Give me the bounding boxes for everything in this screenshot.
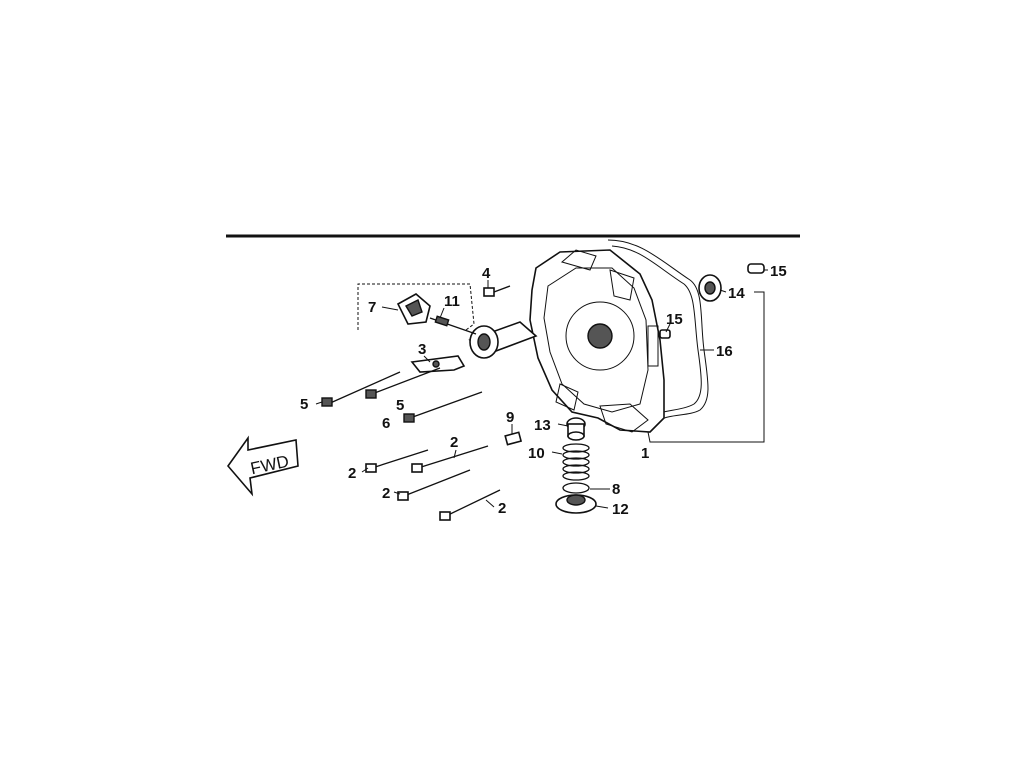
oil-seal-14 <box>698 274 722 302</box>
callout-2a: 2 <box>450 434 458 451</box>
callout-7: 7 <box>368 299 376 316</box>
bolt-4 <box>483 285 511 297</box>
callout-9: 9 <box>506 409 514 426</box>
callout-labels: 1 2 2 2 2 3 4 5 5 6 7 8 9 10 11 12 13 14… <box>300 263 787 518</box>
dipstick-cap-7 <box>396 293 431 325</box>
group-bracket-7-11 <box>357 283 475 331</box>
dowel-pin-15 <box>747 263 765 274</box>
callout-2d: 2 <box>498 500 506 517</box>
callout-6: 6 <box>382 415 390 432</box>
callout-2c: 2 <box>382 485 390 502</box>
callout-12: 12 <box>612 501 629 518</box>
callout-5b: 5 <box>396 397 404 414</box>
cap-13 <box>566 417 586 441</box>
callout-10: 10 <box>528 445 545 462</box>
dipstick-11 <box>429 315 477 335</box>
crankcase-cover <box>468 249 665 433</box>
callout-3: 3 <box>418 341 426 358</box>
clamp-3 <box>410 355 466 373</box>
callout-15a: 15 <box>770 263 787 280</box>
leader-lines <box>315 269 768 509</box>
fwd-arrow-icon: FWD <box>226 435 299 497</box>
callout-1: 1 <box>641 445 649 462</box>
plug-9 <box>504 431 523 446</box>
bolts-2 <box>365 445 501 521</box>
dowel-pin-15-cover <box>659 329 671 339</box>
callout-13: 13 <box>534 417 551 434</box>
spring-10 <box>562 443 590 481</box>
callout-15b: 15 <box>666 311 683 328</box>
callout-8: 8 <box>612 481 620 498</box>
callout-11: 11 <box>444 293 460 310</box>
o-ring-8 <box>562 482 590 494</box>
callout-16: 16 <box>716 343 733 360</box>
callout-4: 4 <box>482 265 491 282</box>
drain-plug-12 <box>555 494 597 514</box>
callout-5a: 5 <box>300 396 308 413</box>
long-bolts <box>321 367 483 423</box>
callout-14: 14 <box>728 285 745 302</box>
callout-2b: 2 <box>348 465 356 482</box>
arm-oil-seal <box>469 325 499 359</box>
